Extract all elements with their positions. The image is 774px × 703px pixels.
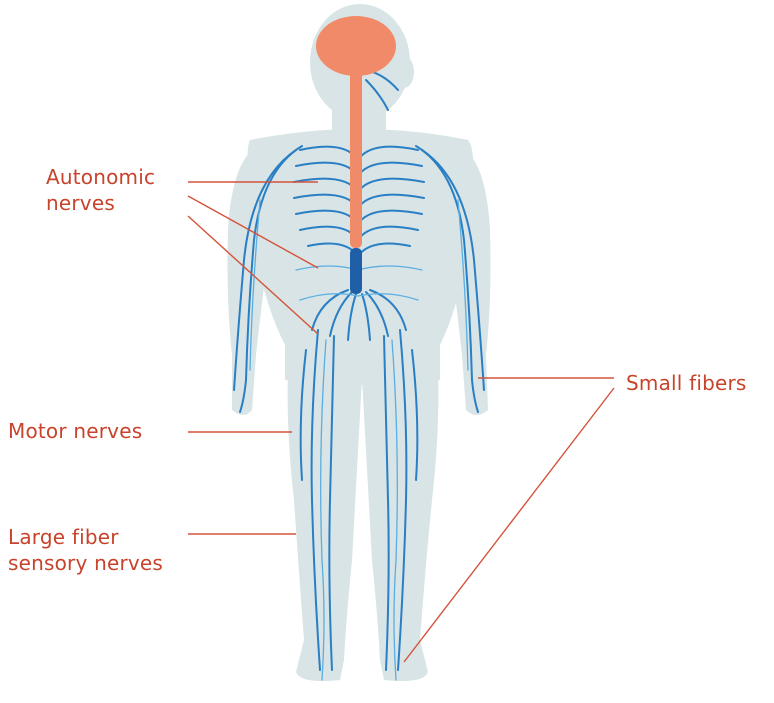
autonomic-nerves-label-line1: Autonomic <box>46 164 155 190</box>
motor-nerves-label: Motor nerves <box>8 418 142 444</box>
large-fiber-sensory-nerves-label: Large fiber sensory nerves <box>8 524 163 576</box>
autonomic-nerves-label-line2: nerves <box>46 190 155 216</box>
lower-spine <box>350 248 362 294</box>
brain <box>316 16 396 76</box>
autonomic-nerves-label: Autonomic nerves <box>46 164 155 216</box>
spinal-cord <box>350 70 362 248</box>
large-fiber-label-line2: sensory nerves <box>8 550 163 576</box>
large-fiber-label-line1: Large fiber <box>8 524 163 550</box>
small-fibers-label: Small fibers <box>626 370 747 396</box>
